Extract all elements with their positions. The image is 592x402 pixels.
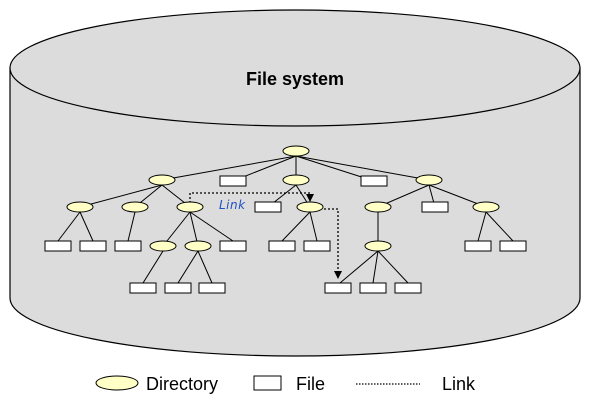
- file-node: [164, 282, 192, 294]
- legend-file-label: File: [296, 374, 325, 394]
- file-nodes: [44, 175, 527, 294]
- file-node: [129, 282, 157, 294]
- legend: Directory File Link: [95, 374, 476, 394]
- file-node: [360, 175, 388, 187]
- directory-node: [176, 201, 204, 213]
- diagram-title: File system: [246, 69, 344, 89]
- file-node: [394, 282, 422, 294]
- link-arrow: [320, 208, 342, 279]
- file-node: [303, 240, 331, 252]
- legend-file-symbol: [253, 375, 282, 391]
- file-node: [499, 240, 527, 252]
- file-node: [359, 282, 387, 294]
- file-node: [268, 240, 296, 252]
- cylinder-top: [9, 9, 581, 127]
- directory-node: [66, 201, 94, 213]
- directory-node: [148, 174, 176, 186]
- directory-node: [121, 201, 149, 213]
- directory-node: [472, 201, 500, 213]
- file-node: [324, 282, 352, 294]
- file-node: [44, 240, 72, 252]
- file-node: [219, 240, 247, 252]
- directory-node: [184, 240, 212, 252]
- file-node: [198, 282, 226, 294]
- legend-directory-label: Directory: [146, 374, 218, 394]
- directory-node: [364, 201, 392, 213]
- directory-node: [415, 174, 443, 186]
- directory-node-root: [282, 145, 310, 157]
- file-node: [421, 201, 449, 213]
- file-node: [254, 201, 282, 213]
- file-node: [114, 240, 142, 252]
- file-node: [79, 240, 107, 252]
- file-node: [464, 240, 492, 252]
- legend-link-label: Link: [442, 374, 476, 394]
- directory-node: [149, 240, 177, 252]
- file-node: [219, 175, 247, 187]
- legend-directory-symbol: [95, 375, 139, 391]
- directory-node: [282, 174, 310, 186]
- link-annotation: Link: [219, 198, 246, 212]
- directory-node: [364, 240, 392, 252]
- links: [189, 192, 342, 279]
- directory-nodes: [66, 145, 500, 252]
- link-arrow: [189, 192, 314, 207]
- directory-node: [296, 201, 324, 213]
